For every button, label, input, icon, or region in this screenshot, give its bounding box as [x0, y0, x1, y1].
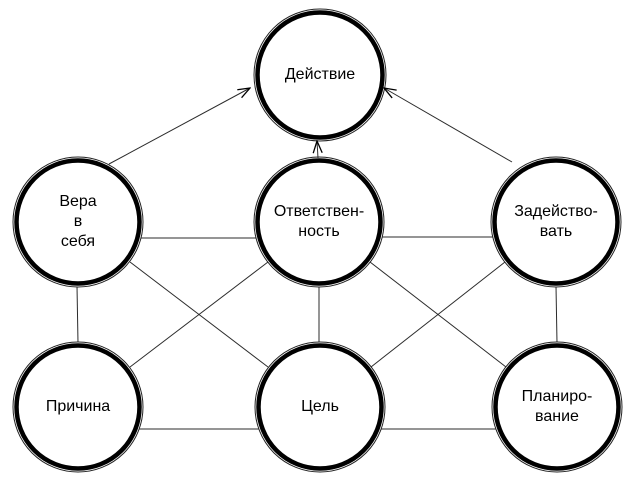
- edge-prichina-otvetstvennost: [129, 261, 269, 368]
- edge-zadeystvovat-planirovanie: [555, 285, 558, 344]
- node-tsel-ring: [256, 343, 384, 471]
- node-zadeystvovat-ring: [492, 158, 620, 286]
- arrow-zadeystvovat-deystvie: [384, 88, 513, 163]
- arrow-otvetstvennost-deystvie: [317, 141, 318, 159]
- node-prichina-ring: [14, 343, 142, 471]
- edge-vera-v-sebya-prichina: [76, 285, 79, 344]
- arrow-vera-v-sebya-deystvie: [108, 88, 250, 165]
- node-tsel-outer-ring: [254, 341, 386, 473]
- node-zadeystvovat-outer-ring: [490, 156, 622, 288]
- node-planirovanie-ring: [493, 343, 621, 471]
- node-prichina: [12, 341, 144, 473]
- node-deystvie-outer-ring: [253, 8, 387, 142]
- node-prichina-outer-ring: [12, 341, 144, 473]
- node-vera-v-sebya: [12, 156, 144, 288]
- node-otvetstvennost-outer-ring: [253, 156, 385, 288]
- node-otvetstvennost: [253, 156, 385, 288]
- edge-tsel-zadeystvovat: [370, 261, 506, 368]
- node-otvetstvennost-ring: [255, 158, 383, 286]
- node-tsel: [254, 341, 386, 473]
- node-zadeystvovat: [490, 156, 622, 288]
- node-deystvie-ring: [255, 10, 385, 140]
- node-planirovanie: [491, 341, 623, 473]
- node-vera-v-sebya-ring: [14, 158, 142, 286]
- node-vera-v-sebya-outer-ring: [12, 156, 144, 288]
- node-deystvie: [253, 8, 387, 142]
- node-planirovanie-outer-ring: [491, 341, 623, 473]
